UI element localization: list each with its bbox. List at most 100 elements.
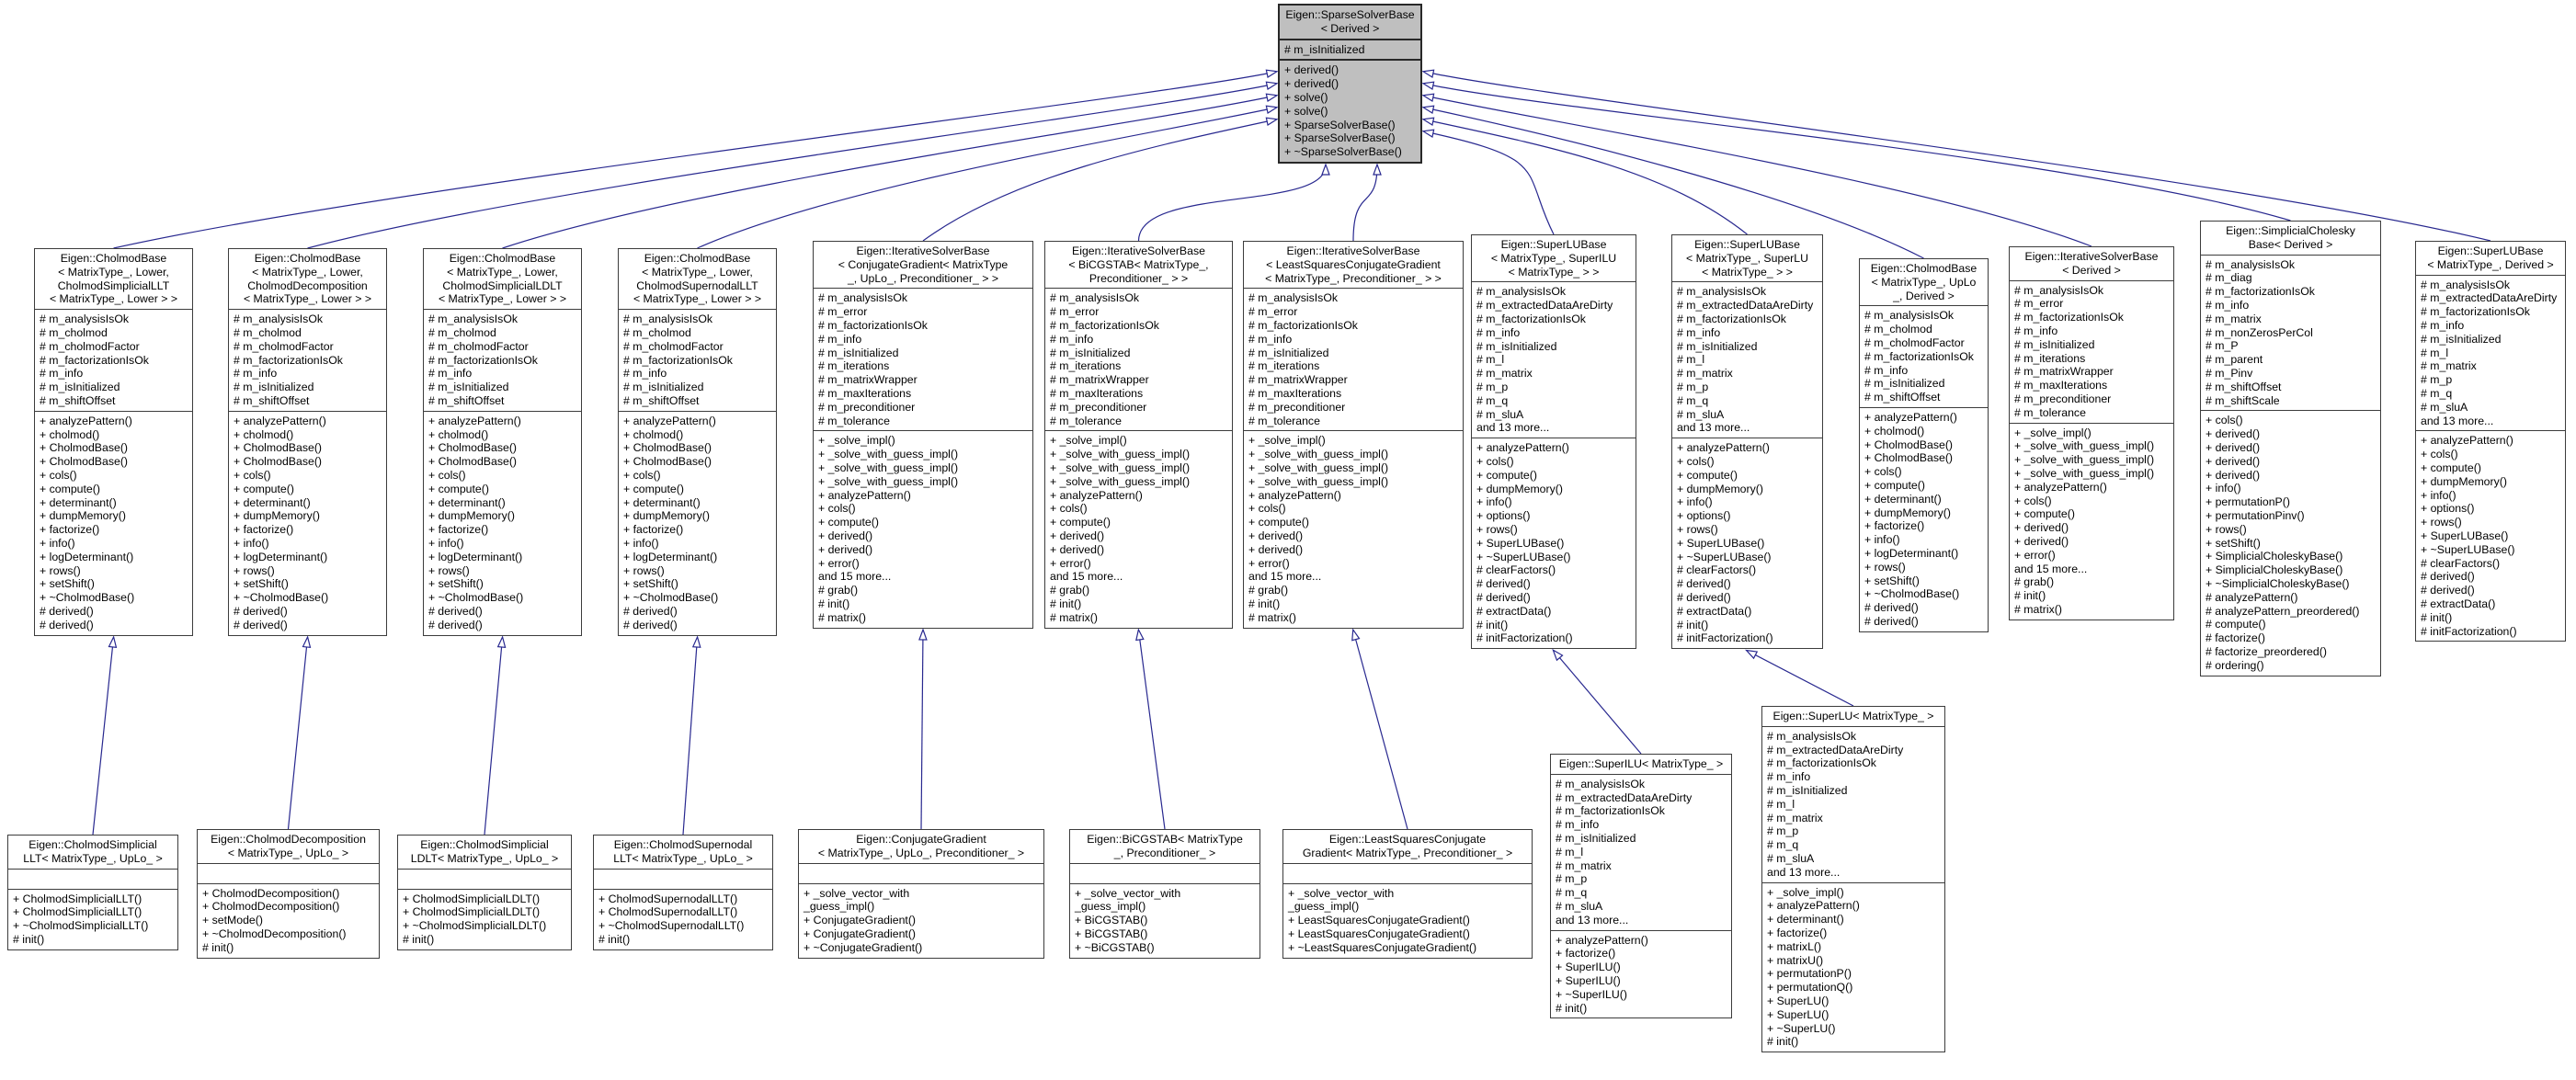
class-method: + cols() [818, 502, 856, 516]
class-method: + CholmodBase() [40, 455, 129, 469]
class-method: # derived() [428, 604, 483, 618]
class-methods: + analyzePattern()+ cols()+ compute()+ d… [1472, 438, 1636, 648]
class-method: + derived() [818, 529, 873, 542]
class-box-b8[interactable]: Eigen::SuperLUBase< MatrixType_, SuperIL… [1471, 234, 1636, 650]
class-method: # derived() [428, 618, 483, 631]
class-box-b4[interactable]: Eigen::CholmodBase< MatrixType_, Lower,C… [618, 248, 777, 636]
class-box-b5[interactable]: Eigen::IterativeSolverBase< ConjugateGra… [813, 241, 1033, 629]
class-attribute: # m_info [40, 367, 84, 381]
class-attribute: # m_analysisIsOk [40, 313, 130, 326]
class-box-b6[interactable]: Eigen::IterativeSolverBase< BiCGSTAB< Ma… [1044, 241, 1233, 629]
class-box-b11[interactable]: Eigen::IterativeSolverBase< Derived ># m… [2009, 246, 2174, 620]
class-title-line: LLT< MatrixType_, UpLo_ > [613, 851, 753, 865]
class-box-c2[interactable]: Eigen::CholmodDecomposition< MatrixType_… [197, 829, 380, 959]
class-attribute: # m_tolerance [1050, 414, 1122, 427]
class-method: + cols() [2014, 494, 2052, 507]
class-method: + determinant() [40, 495, 117, 509]
class-method: + SuperLUBase() [1677, 536, 1765, 550]
class-title-line: Preconditioner_ > > [1089, 271, 1189, 285]
class-box-b9[interactable]: Eigen::SuperLUBase< MatrixType_, SuperLU… [1671, 234, 1823, 650]
class-attribute: # m_info [1556, 818, 1600, 832]
class-method: # init() [1767, 1035, 1799, 1049]
class-title: Eigen::IterativeSolverBase< Derived > [2010, 247, 2173, 280]
class-attributes: # m_analysisIsOk# m_extractedDataAreDirt… [1551, 773, 1731, 930]
class-method: # derived() [1677, 590, 1731, 604]
class-method: + CholmodSimplicialLLT() [13, 905, 142, 919]
class-method: + _solve_with_guess_impl() [2014, 453, 2155, 467]
class-box-top[interactable]: Eigen::SparseSolverBase< Derived ># m_is… [1278, 4, 1422, 164]
class-box-b13[interactable]: Eigen::SuperLUBase< MatrixType_, Derived… [2415, 241, 2566, 642]
class-box-b7[interactable]: Eigen::IterativeSolverBase< LeastSquares… [1243, 241, 1464, 629]
class-attribute: # m_factorizationIsOk [1864, 349, 1974, 363]
class-methods: + CholmodSimplicialLLT()+ CholmodSimplic… [8, 888, 177, 949]
class-attribute: # m_sluA [1476, 407, 1524, 421]
class-attribute: # m_factorizationIsOk [1248, 318, 1358, 332]
class-box-b3[interactable]: Eigen::CholmodBase< MatrixType_, Lower,C… [423, 248, 582, 636]
class-method: + _solve_with_guess_impl() [1248, 474, 1389, 488]
class-method: + rows() [623, 563, 665, 577]
class-methods: + analyzePattern()+ factorize()+ SuperIL… [1551, 929, 1731, 1018]
class-title: Eigen::SuperLUBase< MatrixType_, Derived… [2416, 242, 2565, 275]
class-attribute: # m_maxIterations [2014, 379, 2108, 392]
class-attribute: # m_P [2206, 339, 2239, 353]
class-box-c5[interactable]: Eigen::ConjugateGradient< MatrixType_, U… [798, 829, 1044, 959]
class-title: Eigen::SuperLUBase< MatrixType_, SuperLU… [1672, 235, 1822, 281]
class-method: + factorize() [623, 523, 684, 537]
class-method: + SuperLUBase() [2421, 529, 2509, 542]
class-method: + setShift() [2206, 536, 2261, 550]
class-title-line: < MatrixType_ > > [1508, 265, 1600, 279]
class-method: # init() [1556, 1001, 1588, 1015]
class-method: + dumpMemory() [1677, 482, 1763, 495]
class-method: + cols() [234, 468, 271, 482]
class-method: + CholmodBase() [428, 455, 518, 469]
class-box-b1[interactable]: Eigen::CholmodBase< MatrixType_, Lower,C… [34, 248, 193, 636]
class-attribute: # m_factorizationIsOk [2421, 305, 2530, 319]
class-box-c6[interactable]: Eigen::BiCGSTAB< MatrixType_, Preconditi… [1069, 829, 1260, 959]
class-method: + determinant() [1864, 492, 1942, 506]
class-attribute: # m_preconditioner [818, 400, 916, 414]
class-methods: + analyzePattern()+ cholmod()+ CholmodBa… [424, 410, 581, 635]
class-attribute: # m_matrixWrapper [1248, 373, 1348, 387]
class-method: + error() [1050, 556, 1091, 570]
class-attribute: # m_l [2421, 346, 2449, 359]
class-method: + solve() [1284, 90, 1328, 104]
class-method: + dumpMemory() [1864, 506, 1951, 519]
class-method: + BiCGSTAB() [1075, 914, 1148, 927]
class-attribute: # m_isInitialized [1284, 42, 1365, 56]
class-attribute: # m_Pinv [2206, 366, 2253, 380]
class-attributes: # m_analysisIsOk# m_extractedDataAreDirt… [1672, 281, 1822, 438]
class-box-b10[interactable]: Eigen::CholmodBase< MatrixType_, UpLo_, … [1859, 258, 1989, 632]
class-attribute: # m_sluA [1767, 851, 1815, 865]
class-attribute: and 13 more... [1476, 421, 1550, 435]
inheritance-edge [697, 105, 1279, 249]
class-box-b2[interactable]: Eigen::CholmodBase< MatrixType_, Lower,C… [228, 248, 387, 636]
class-box-c9[interactable]: Eigen::SuperLU< MatrixType_ ># m_analysi… [1761, 706, 1945, 1053]
class-method: + derived() [2014, 521, 2069, 535]
class-title-line: CholmodSimplicialLDLT [442, 279, 563, 292]
class-method: + CholmodBase() [1864, 438, 1954, 451]
class-attribute: # m_isInitialized [40, 381, 120, 394]
class-method: # init() [13, 932, 45, 946]
class-methods: + _solve_vector_with_guess_impl()+ Least… [1283, 882, 1532, 958]
class-box-c8[interactable]: Eigen::SuperILU< MatrixType_ ># m_analys… [1550, 754, 1732, 1019]
class-method: + _solve_impl() [1767, 885, 1844, 899]
class-method: + compute() [234, 482, 294, 495]
class-method: + CholmodSupernodalLLT() [598, 905, 738, 919]
class-attribute: # m_analysisIsOk [2421, 278, 2511, 291]
class-method: + rows() [1677, 522, 1718, 536]
inheritance-edge [92, 635, 118, 836]
class-method: + setShift() [1864, 574, 1920, 587]
class-title-line: < LeastSquaresConjugateGradient [1266, 257, 1441, 271]
class-method: and 15 more... [1050, 570, 1123, 584]
class-attribute: # m_isInitialized [1767, 783, 1848, 797]
inheritance-edge [1135, 628, 1166, 830]
class-attribute: # m_matrix [1556, 858, 1612, 872]
class-attribute: # m_shiftOffset [234, 393, 310, 407]
